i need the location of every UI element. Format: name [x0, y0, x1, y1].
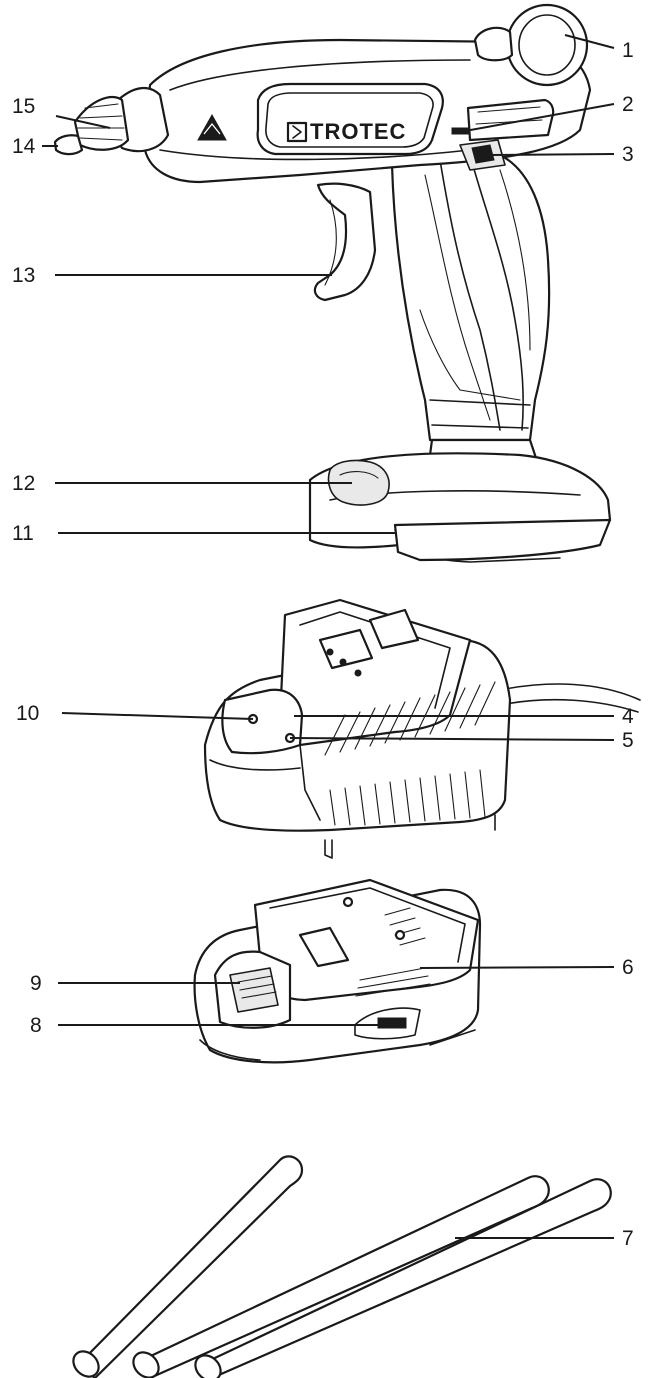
callout-number-9: 9	[30, 972, 42, 995]
battery-charge-indicator	[377, 1017, 407, 1029]
battery-illustration	[193, 878, 482, 1064]
callout-number-11: 11	[12, 522, 34, 545]
callout-number-2: 2	[622, 93, 634, 116]
callout-number-8: 8	[30, 1014, 42, 1037]
callout-number-12: 12	[12, 472, 35, 495]
brand-logo-text: TROTEC	[310, 119, 406, 144]
callout-number-4: 4	[622, 705, 634, 728]
callout-number-10: 10	[16, 702, 39, 725]
callout-numbers: 1 2 3 4 5 6 7 8 9 10 11 12 13 14 15	[12, 39, 634, 1250]
charger-illustration	[203, 598, 641, 859]
leader-6	[419, 966, 615, 969]
callout-leader-lines	[42, 34, 615, 1239]
callout-number-1: 1	[622, 39, 634, 62]
leader-5	[289, 737, 615, 741]
glue-sticks-illustration	[72, 1155, 612, 1378]
glue-gun-illustration: TROTEC	[53, 3, 612, 563]
leader-3	[489, 153, 615, 156]
logo-chevron-box	[286, 121, 308, 143]
callout-number-7: 7	[622, 1227, 634, 1250]
leader-2	[464, 103, 615, 132]
leader-15	[55, 115, 111, 129]
callout-number-5: 5	[622, 729, 634, 752]
callout-number-6: 6	[622, 956, 634, 979]
callout-number-13: 13	[12, 264, 35, 287]
callout-number-3: 3	[622, 143, 634, 166]
callout-number-15: 15	[12, 95, 35, 118]
leader-1	[564, 34, 615, 49]
callout-number-14: 14	[12, 135, 36, 158]
leader-10	[61, 712, 254, 720]
